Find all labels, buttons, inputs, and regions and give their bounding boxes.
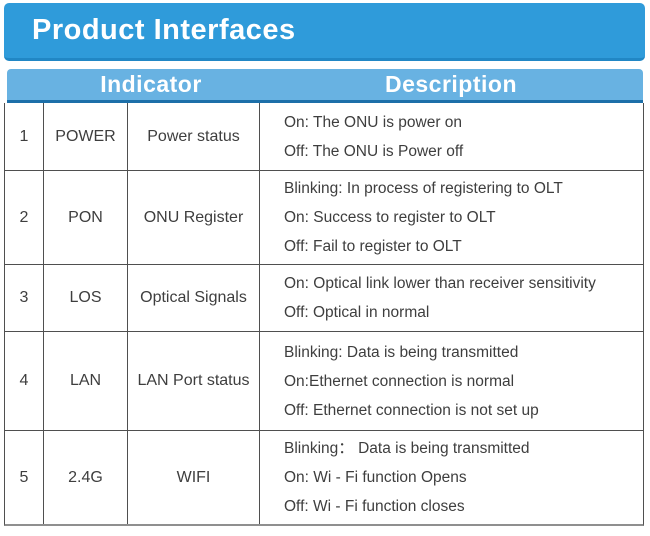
description-line: Off: The ONU is Power off — [284, 142, 464, 160]
function-cell: Optical Signals — [128, 265, 260, 331]
table-row-lan: 4 LAN LAN Port status Blinking: Data is … — [5, 332, 643, 431]
description-cell: Blinking： Data is being transmitted On: … — [260, 431, 643, 524]
header-description: Description — [384, 71, 518, 97]
description-line: Off: Wi - Fi function closes — [284, 498, 465, 515]
table-row-power: 1 POWER Power status On: The ONU is powe… — [5, 103, 643, 171]
indicator-table: 1 POWER Power status On: The ONU is powe… — [4, 103, 644, 526]
row-number: 2 — [5, 171, 44, 264]
description-line: On: Wi - Fi function Opens — [284, 469, 467, 486]
indicator-cell: 2.4G — [44, 431, 128, 524]
row-number: 5 — [5, 431, 44, 524]
manual-page: Product Interfaces Indicator Description… — [0, 3, 650, 526]
description-cell: Blinking: In process of registering to O… — [260, 171, 643, 264]
description-line: Off: Ethernet connection is not set up — [284, 401, 539, 419]
description-line: On:Ethernet connection is normal — [284, 372, 515, 390]
indicator-cell: PON — [44, 171, 128, 264]
table-header-bar: Indicator Description — [7, 69, 643, 103]
description-line: On: Optical link lower than receiver sen… — [284, 275, 596, 292]
function-cell: WIFI — [128, 431, 260, 524]
indicator-cell: POWER — [44, 103, 128, 170]
description-cell: On: The ONU is power on Off: The ONU is … — [260, 103, 643, 170]
title-bar: Product Interfaces — [4, 3, 645, 61]
indicator-cell: LAN — [44, 332, 128, 430]
row-number: 4 — [5, 332, 44, 430]
table-row-pon: 2 PON ONU Register Blinking: In process … — [5, 171, 643, 265]
description-cell: Blinking: Data is being transmitted On:E… — [260, 332, 643, 430]
table-row-wifi: 5 2.4G WIFI Blinking： Data is being tran… — [5, 431, 643, 524]
header-indicator: Indicator — [100, 71, 202, 97]
description-line: Blinking: Data is being transmitted — [284, 343, 519, 361]
page-title: Product Interfaces — [32, 14, 296, 46]
description-line: Off: Optical in normal — [284, 304, 430, 321]
indicator-cell: LOS — [44, 265, 128, 331]
description-line: On: The ONU is power on — [284, 113, 463, 131]
function-cell: LAN Port status — [128, 332, 260, 430]
function-cell: Power status — [128, 103, 260, 170]
function-cell: ONU Register — [128, 171, 260, 264]
description-line: Off: Fail to register to OLT — [284, 238, 462, 255]
description-line: Blinking： Data is being transmitted — [284, 440, 530, 457]
row-number: 3 — [5, 265, 44, 331]
table-row-los: 3 LOS Optical Signals On: Optical link l… — [5, 265, 643, 332]
row-number: 1 — [5, 103, 44, 170]
description-cell: On: Optical link lower than receiver sen… — [260, 265, 643, 331]
description-line: Blinking: In process of registering to O… — [284, 180, 563, 197]
description-line: On: Success to register to OLT — [284, 209, 496, 226]
